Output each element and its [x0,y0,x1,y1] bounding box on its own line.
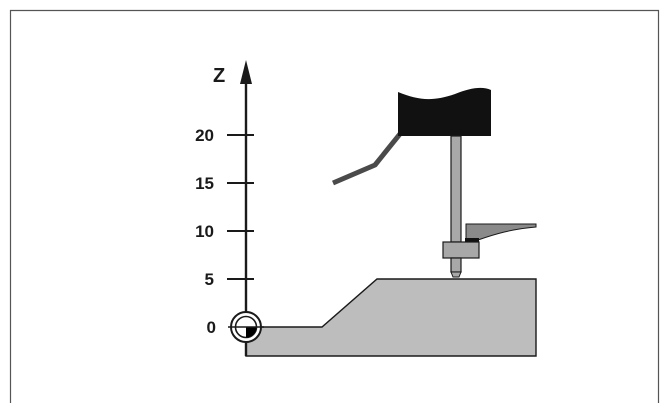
z-tick-label: 10 [195,222,214,241]
z-axis-title: Z [213,65,225,87]
probe-tip [450,271,462,278]
probe-clamp [442,241,480,259]
datum-point-icon [228,311,264,343]
workpiece [245,278,537,357]
probe-lower-shaft [450,257,462,273]
z-axis-ticks: 20 15 10 5 0 [195,126,254,337]
z-tick-label: 5 [205,270,214,289]
z-tick-label: 15 [195,174,214,193]
probe-stylus [450,135,462,243]
frame-border [9,9,660,403]
probe-holder [398,87,491,136]
touch-probe-icon [332,87,537,278]
probe-cable [332,122,410,186]
probe-bracket [465,223,537,241]
z-tick-label: 0 [207,318,216,337]
z-axis-arrow [240,60,252,84]
z-tick-label: 20 [195,126,214,145]
